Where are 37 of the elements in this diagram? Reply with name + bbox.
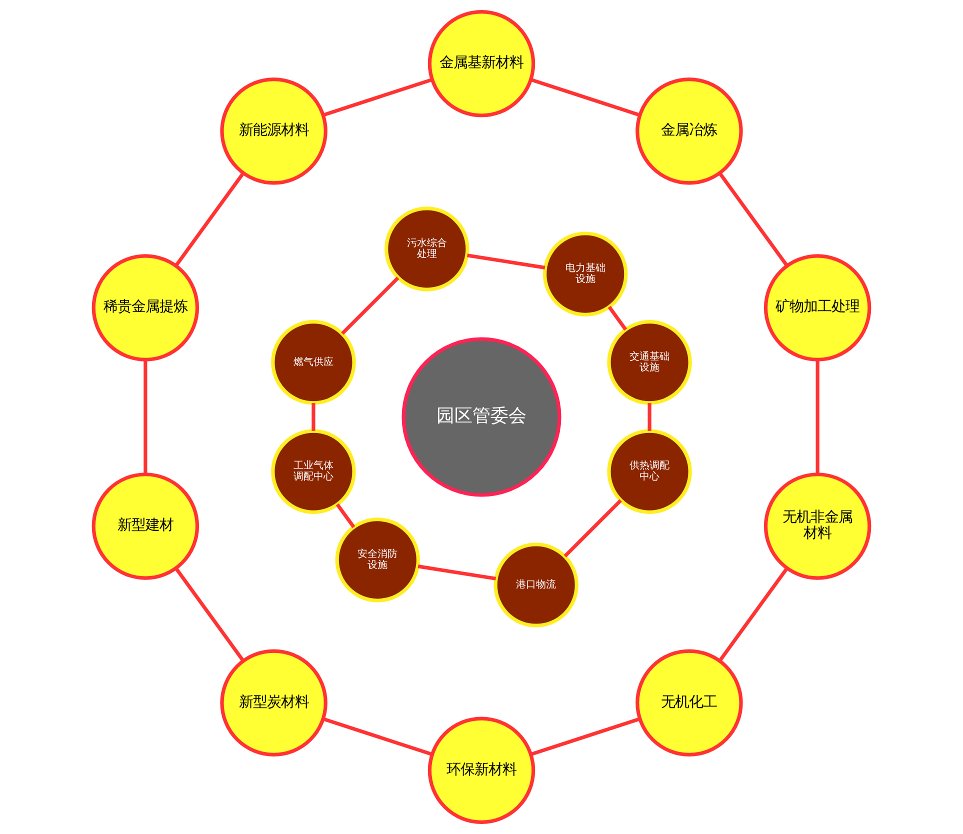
connector: [144, 360, 148, 474]
node-circle: 矿物加工处理: [764, 254, 872, 362]
node-circle: 燃气供应: [271, 320, 356, 405]
node-circle: 安全消防设施: [335, 518, 420, 602]
connector: [718, 567, 789, 662]
node-circle: 园区管委会: [402, 337, 562, 497]
connector: [466, 254, 546, 270]
node-circle: 电力基础设施: [543, 232, 628, 316]
node-circle: 工业气体调配中心: [271, 429, 356, 514]
node-circle: 稀贵金属提炼: [92, 254, 200, 362]
node-circle: 新能源材料: [220, 77, 328, 185]
node-circle: 环保新材料: [428, 716, 536, 824]
node-circle: 污水综合处理: [384, 206, 470, 292]
connector: [322, 717, 433, 756]
node-circle: 无机非金属材料: [764, 472, 872, 580]
connector: [608, 306, 628, 331]
node-circle: 无机化工: [636, 649, 743, 757]
connector: [530, 717, 640, 756]
connector: [530, 78, 640, 117]
node-circle: 新型炭材料: [220, 649, 328, 757]
connector: [564, 499, 622, 558]
node-circle: 交通基础设施: [607, 320, 692, 405]
node-circle: 金属基新材料: [428, 10, 536, 118]
connector: [336, 503, 356, 528]
node-circle: 供热调配中心: [607, 429, 692, 514]
node-circle: 港口物流: [494, 542, 578, 628]
node-circle: 新型建材: [92, 472, 200, 580]
connector: [418, 564, 496, 580]
connector: [312, 403, 316, 431]
connector: [816, 360, 820, 474]
connector: [174, 567, 245, 662]
connector: [174, 172, 244, 267]
connector: [648, 403, 652, 431]
connector: [322, 78, 433, 117]
connector: [718, 172, 788, 267]
node-circle: 金属冶炼: [636, 77, 743, 185]
connector: [341, 276, 400, 335]
